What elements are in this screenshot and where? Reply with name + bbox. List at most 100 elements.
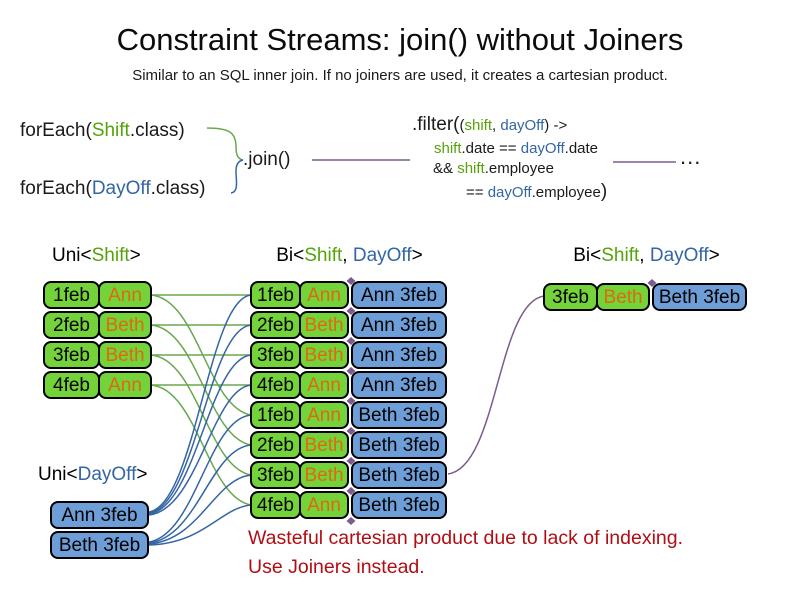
header-text: Uni< [52,245,92,266]
page-title: Constraint Streams: join() without Joine… [116,22,684,57]
dayoff-cell: Beth 3feb [351,431,447,459]
shift-date-cell: 1feb [250,281,301,309]
shift-employee-cell: Ann [299,401,349,429]
dayoff1-to-bi4-line [148,384,252,516]
header-text: > [708,245,720,266]
filter-call: .filter( [412,114,460,135]
code-foreach-dayoff: forEach(DayOff.class) [20,178,206,200]
code-text: && [433,160,458,177]
code-text: forEach( [20,178,92,199]
shift-employee-cell: Ann [299,491,349,519]
shift-employee-cell: Ann [299,371,349,399]
header-text: > [129,245,141,266]
dayoff-type-token: DayOff [77,464,137,485]
code-text: .date [564,140,599,157]
dayoff2-to-bi8-line [148,504,252,546]
shift-employee-cell: Ann [98,371,152,399]
code-text: ( [459,117,465,134]
bi7-to-result-line [447,295,545,475]
dayoff1-to-bi3-line [148,354,252,515]
shift-type-token: Shift [91,245,130,266]
shift-employee-cell: Ann [98,281,152,309]
shift-date-cell: 4feb [250,491,301,519]
shift-employee-cell: Beth [98,341,152,369]
shift-date-cell: 2feb [43,311,100,339]
uni-dayoff-header: Uni<DayOff> [38,464,148,486]
shift2-to-bi6-line [150,324,252,446]
stream-continues-ellipsis: ... [680,144,702,169]
dayoff-cell: Ann 3feb [351,281,447,309]
dayoff-param-token: dayOff [500,117,545,134]
dayoff-cell: Beth 3feb [351,491,447,519]
warning-note: Wasteful cartesian product due to lack o… [248,524,683,582]
code-text: ) -> [544,117,568,134]
code-text: .employee [531,184,601,201]
shift-employee-cell: Beth [299,341,349,369]
code-text: == [466,184,488,201]
filter-line1: .filter((shift, dayOff) -> [412,114,567,136]
shift-date-cell: 3feb [250,341,301,369]
header-text: Bi< [276,245,305,266]
header-text: Uni< [38,464,78,485]
shift-employee-cell: Beth [299,311,349,339]
shift-token: shift [457,160,485,177]
shift-employee-cell: Beth [299,461,349,489]
dayoff-cell: Beth 3feb [351,461,447,489]
filter-line4: == dayOff.employee) [466,181,607,203]
dayoff-class-token: DayOff [91,178,151,199]
shift-date-cell: 4feb [250,371,301,399]
dayoff-type-token: DayOff [649,245,709,266]
bi-right-header: Bi<Shift, DayOff> [543,245,750,267]
shift-token: shift [434,140,462,157]
shift-date-cell: 3feb [43,341,100,369]
dayoff-cell: Beth 3feb [50,531,149,559]
shift-date-cell: 1feb [250,401,301,429]
header-text: Bi< [573,245,602,266]
code-text: .date == [461,140,521,157]
dayoff-cell: Beth 3feb [351,401,447,429]
table-row: Beth 3feb [50,531,149,559]
dayoff-cell: Ann 3feb [351,341,447,369]
warning-note-line1: Wasteful cartesian product due to lack o… [248,527,684,549]
shift-date-cell: 4feb [43,371,100,399]
code-text: .class) [150,178,206,199]
header-text: > [136,464,148,485]
bi-mid-header: Bi<Shift, DayOff> [250,245,449,267]
code-text: .employee [484,160,554,177]
shift-type-token: Shift [601,245,640,266]
shift-date-cell: 1feb [43,281,100,309]
brace-dayoff-line [230,159,244,194]
header-text: > [411,245,423,266]
dayoff-token: dayOff [520,140,565,157]
dayoff1-to-bi2-line [148,324,252,514]
shift-date-cell: 3feb [250,461,301,489]
dayoff-cell: Beth 3feb [652,283,747,311]
code-text: forEach( [20,120,92,141]
shift4-to-bi8-line [150,384,252,506]
shift-date-cell: 3feb [543,283,598,311]
shift-employee-cell: Ann [299,281,349,309]
filter-line3: && shift.employee [433,160,554,177]
dayoff-token: dayOff [487,184,532,201]
shift-employee-cell: Beth [596,283,650,311]
code-foreach-shift: forEach(Shift.class) [20,120,185,142]
uni-shift-header: Uni<Shift> [52,245,141,267]
shift1-to-bi5-line [150,294,252,416]
code-text: ) [600,181,608,202]
table-row: Ann 3feb [50,501,149,529]
code-join: .join() [243,149,291,170]
dayoff-type-token: DayOff [352,245,412,266]
